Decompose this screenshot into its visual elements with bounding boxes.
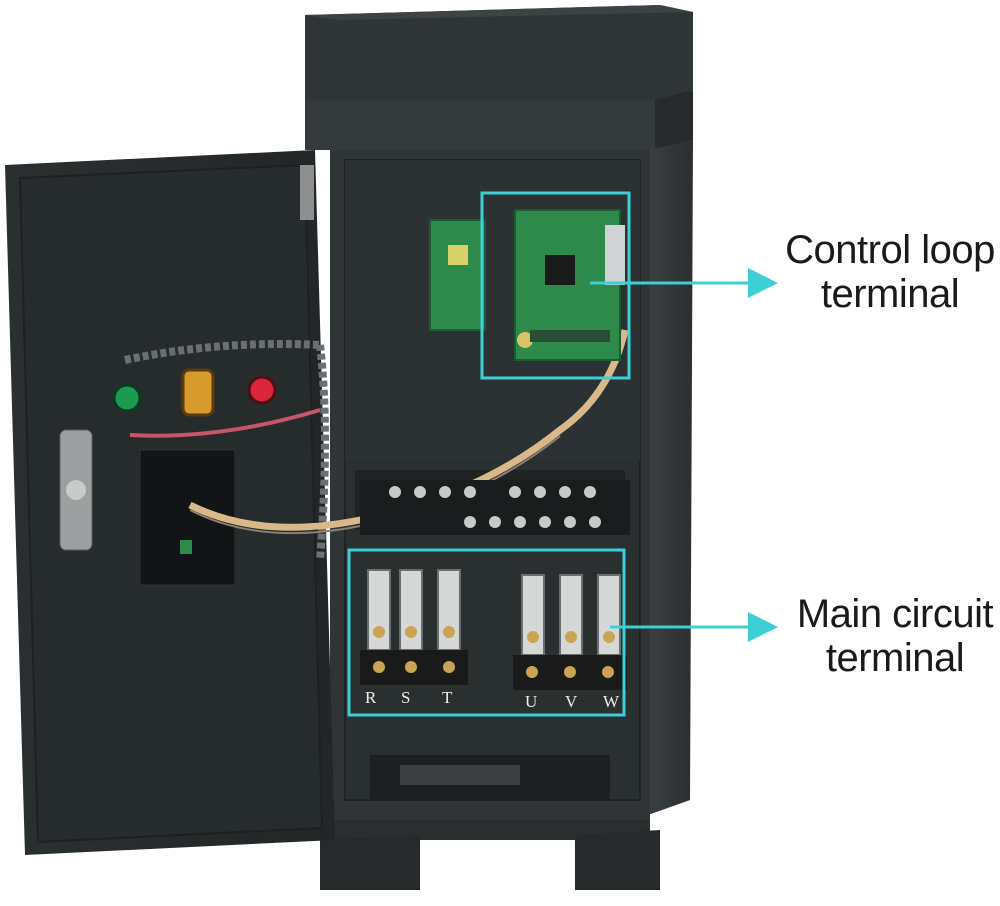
terminal-letter-r: R <box>365 688 377 707</box>
main-circuit-label: Main circuit terminal <box>790 592 1000 680</box>
main-circuit-label-line1: Main circuit <box>796 592 994 636</box>
terminal-letter-t: T <box>442 688 453 707</box>
control-loop-label-line2: terminal <box>820 272 960 316</box>
cabinet-top-cap <box>305 5 693 150</box>
terminal-letter-u: U <box>525 692 538 711</box>
control-loop-highlight-box <box>480 191 631 380</box>
control-loop-label-line1: Control loop <box>785 228 995 272</box>
terminal-letter-w: W <box>603 692 620 711</box>
green-indicator-light <box>112 383 142 413</box>
control-loop-label: Control loop terminal <box>780 228 1000 316</box>
main-circuit-label-line2: terminal <box>825 636 965 680</box>
control-board <box>429 209 625 361</box>
cabinet-base <box>320 755 660 890</box>
cabinet-side-panel <box>648 140 693 815</box>
door-hinge <box>300 165 314 220</box>
red-indicator-light <box>247 375 277 405</box>
terminal-letter-s: S <box>401 688 411 707</box>
terminal-block-row <box>360 480 630 535</box>
main-circuit-lugs <box>360 569 627 690</box>
terminal-letter-v: V <box>565 692 578 711</box>
selector-switch <box>181 368 215 417</box>
main-circuit-highlight-box <box>347 548 626 717</box>
